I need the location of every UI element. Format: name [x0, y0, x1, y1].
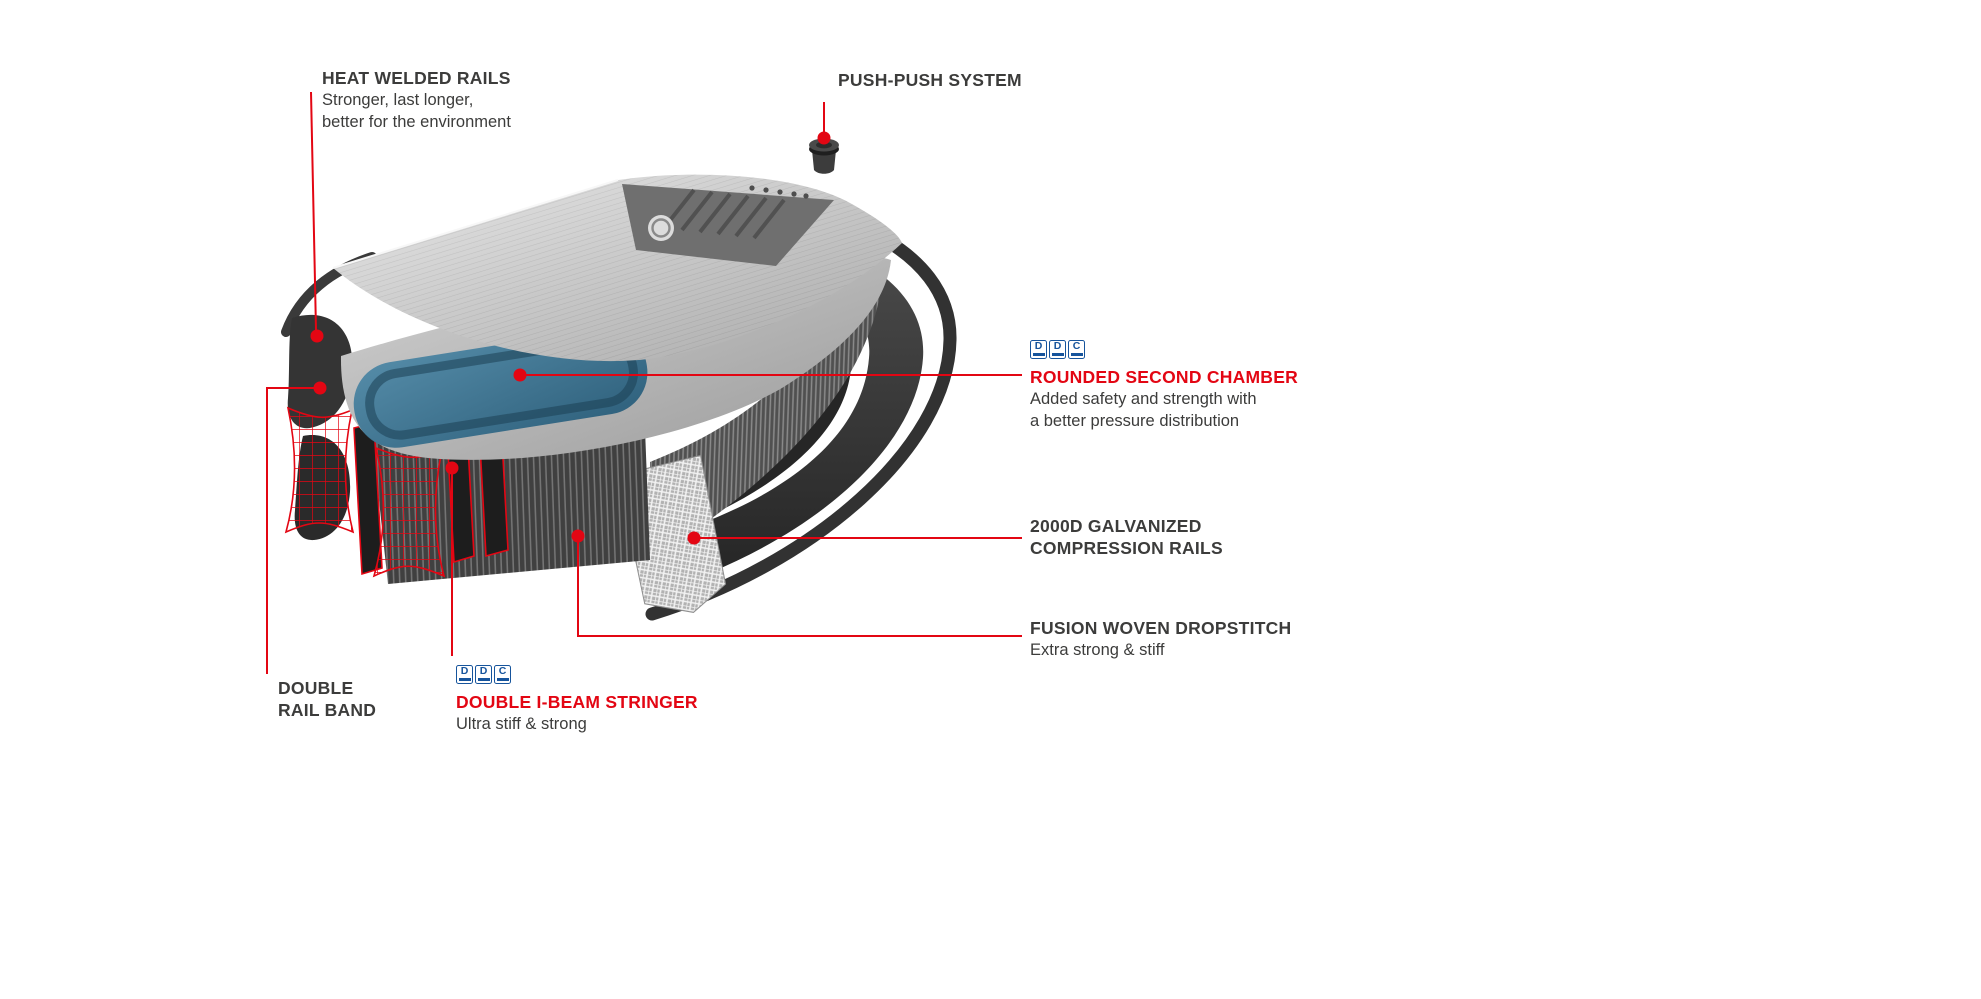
- ddc-badge-subbar: [458, 678, 471, 681]
- callout-title-line: 2000D GALVANIZED: [1030, 516, 1202, 536]
- stringer-lattice-right: [372, 446, 446, 578]
- dot-heat-welded-rails: [310, 329, 324, 343]
- connector-rail-band: [266, 387, 320, 674]
- callout-double-rail-band: DOUBLE RAIL BAND: [278, 677, 376, 721]
- callout-text-line: a better pressure distribution: [1030, 412, 1240, 430]
- callout-double-ibeam-stringer: D D C DOUBLE I-BEAM STRINGER Ultra stiff…: [456, 661, 698, 735]
- handle-dots: [749, 185, 809, 199]
- ddc-badge: D D C: [456, 665, 511, 684]
- callout-text-line: better for the environment: [322, 113, 511, 131]
- ddc-badge-subbar: [1051, 353, 1064, 356]
- ddc-badge-cell: D: [456, 665, 473, 684]
- callout-title: ROUNDED SECOND CHAMBER: [1030, 367, 1299, 387]
- ddc-badge-cell: D: [1049, 340, 1066, 359]
- ddc-badge-cell: C: [494, 665, 511, 684]
- push-push-valve: [809, 138, 839, 174]
- callout-heat-welded-rails: HEAT WELDED RAILS Stronger, last longer,…: [322, 67, 511, 133]
- callout-compression-rails: 2000D GALVANIZED COMPRESSION RAILS: [1030, 515, 1223, 559]
- stringer-lattice-left: [284, 406, 355, 534]
- ddc-badge-cell: C: [1068, 340, 1085, 359]
- callout-text-line: Stronger, last longer,: [322, 91, 474, 109]
- dot-push-push: [817, 131, 831, 145]
- callout-title: HEAT WELDED RAILS: [322, 68, 511, 88]
- tail-pad: [622, 184, 834, 266]
- ddc-badge-cell: D: [1030, 340, 1047, 359]
- rail-band-end-upper: [287, 314, 353, 429]
- dot-ibeam: [445, 461, 459, 475]
- callout-title: FUSION WOVEN DROPSTITCH: [1030, 618, 1292, 638]
- callout-dots: [310, 131, 831, 545]
- connector-heat-welded-rails: [310, 91, 317, 331]
- ddc-badge-subbar: [1032, 353, 1045, 356]
- ddc-badge-subbar: [496, 678, 509, 681]
- callout-title: PUSH-PUSH SYSTEM: [838, 70, 1022, 90]
- ddc-badge: D D C: [1030, 340, 1085, 359]
- connector-dropstitch: [577, 536, 1022, 637]
- brand-logo-ring: [651, 218, 671, 238]
- ddc-badge-subbar: [477, 678, 490, 681]
- callout-connectors: [266, 91, 1022, 674]
- ddc-badge-subbar: [1070, 353, 1083, 356]
- dot-dropstitch: [571, 529, 585, 543]
- callout-subtitle: Ultra stiff & strong: [456, 715, 587, 733]
- callout-text-line: Added safety and strength with: [1030, 390, 1257, 408]
- dot-rail-band: [313, 381, 327, 395]
- callout-title: DOUBLE I-BEAM STRINGER: [456, 692, 698, 712]
- callout-push-push-system: PUSH-PUSH SYSTEM: [838, 69, 1022, 91]
- dot-compression-rails: [687, 531, 701, 545]
- callout-rounded-second-chamber: D D C ROUNDED SECOND CHAMBER Added safet…: [1030, 336, 1298, 432]
- callout-title-line: COMPRESSION RAILS: [1030, 538, 1223, 558]
- callout-fusion-woven-dropstitch: FUSION WOVEN DROPSTITCH Extra strong & s…: [1030, 617, 1291, 661]
- dot-second-chamber: [513, 368, 527, 382]
- ddc-badge-cell: D: [475, 665, 492, 684]
- callout-title-line: RAIL BAND: [278, 700, 377, 720]
- callout-subtitle: Extra strong & stiff: [1030, 641, 1165, 659]
- callout-title-line: DOUBLE: [278, 678, 354, 698]
